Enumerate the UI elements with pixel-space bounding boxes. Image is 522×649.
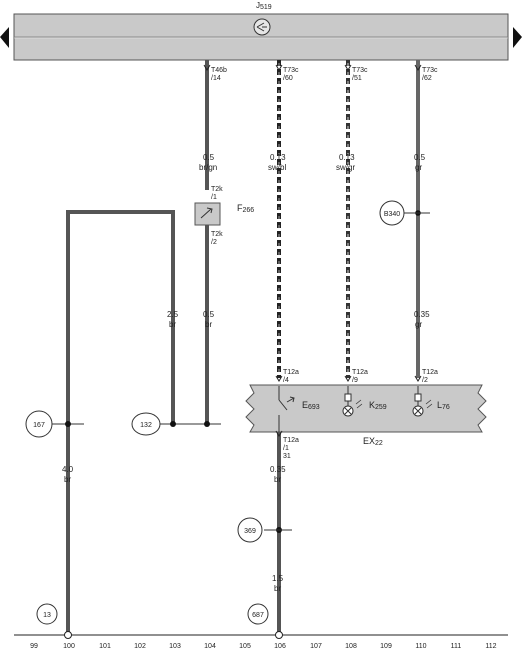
svg-text:br: br	[274, 475, 281, 484]
track-number: 101	[99, 643, 111, 649]
track-number: 108	[345, 643, 357, 649]
svg-text:13: 13	[43, 612, 51, 619]
track-number: 99	[30, 643, 38, 649]
svg-text:/14: /14	[211, 75, 221, 82]
control-unit-label: J519	[256, 1, 272, 11]
svg-text:/62: /62	[422, 75, 432, 82]
svg-text:/4: /4	[283, 377, 289, 384]
track-numbers: 99 100 101 102 103 104 105 106 107 108 1…	[30, 643, 497, 649]
svg-text:687: 687	[252, 612, 264, 619]
svg-text:4.0: 4.0	[62, 465, 74, 474]
ref-13[interactable]: 13	[36, 603, 58, 625]
control-unit-j519: J519	[13, 1, 509, 61]
box-connector-106: T12a /4	[275, 369, 299, 384]
svg-text:T12a: T12a	[283, 437, 299, 444]
switch-e693: E693	[278, 386, 320, 432]
svg-text:T12a: T12a	[352, 369, 368, 376]
svg-text:br: br	[274, 584, 281, 593]
svg-text:/2: /2	[422, 377, 428, 384]
wire-106-lower: T12a /1 31 0.35 br 1.5 br	[264, 430, 299, 635]
svg-text:T2k: T2k	[211, 231, 223, 238]
svg-text:2.5: 2.5	[167, 310, 179, 319]
svg-text:132: 132	[140, 422, 152, 429]
svg-text:0.35: 0.35	[414, 310, 430, 319]
l76-label: L76	[437, 400, 450, 411]
svg-text:T73c: T73c	[283, 67, 299, 74]
track-number: 104	[204, 643, 216, 649]
svg-text:br: br	[64, 475, 71, 484]
ref-b340[interactable]: B340	[379, 200, 405, 226]
svg-text:0.5: 0.5	[203, 310, 215, 319]
svg-text:0.13: 0.13	[270, 153, 286, 162]
ref-687[interactable]: 687	[247, 603, 269, 625]
svg-text:/9: /9	[352, 377, 358, 384]
e693-label: E693	[302, 400, 320, 411]
track-number: 110	[415, 643, 426, 649]
svg-text:B340: B340	[384, 211, 400, 218]
ref-167[interactable]: 167	[25, 410, 53, 438]
svg-text:sw/bl: sw/bl	[268, 163, 286, 172]
svg-text:369: 369	[244, 528, 256, 535]
left-arrow-icon[interactable]	[0, 27, 9, 48]
svg-text:167: 167	[33, 422, 45, 429]
svg-text:0.5: 0.5	[203, 153, 215, 162]
right-arrow-icon[interactable]	[513, 27, 522, 48]
svg-text:T2k: T2k	[211, 186, 223, 193]
svg-text:/2: /2	[211, 239, 217, 246]
svg-text:/51: /51	[352, 75, 362, 82]
switch-f266: T2k /1 T2k /2 F266 0.5 br	[194, 186, 254, 425]
box-connector-108: T12a /9	[344, 369, 368, 384]
box-connector-110: T12a /2	[414, 369, 438, 384]
svg-text:31: 31	[283, 453, 291, 460]
track-number: 102	[134, 643, 146, 649]
svg-text:0.35: 0.35	[270, 465, 286, 474]
svg-text:gr: gr	[415, 163, 422, 172]
svg-text:br/gn: br/gn	[199, 163, 217, 172]
track-number: 109	[380, 643, 392, 649]
component-box-ex22: EX22	[245, 384, 487, 447]
box-label: EX22	[363, 436, 383, 447]
track-number: 106	[274, 643, 286, 649]
svg-text:T12a: T12a	[422, 369, 438, 376]
track-number: 107	[310, 643, 322, 649]
svg-text:br: br	[205, 320, 212, 329]
switch-label: F266	[237, 203, 254, 214]
wire-108: T73c /51 0.13 sw/gr	[336, 60, 368, 378]
wire-110: T73c /62 0.5 gr 0.35 gr	[404, 60, 438, 378]
track-number: 111	[451, 643, 462, 649]
lamp-l76: L76	[412, 386, 450, 417]
svg-text:/1: /1	[283, 445, 289, 452]
svg-text:T12a: T12a	[283, 369, 299, 376]
svg-text:0.5: 0.5	[414, 153, 426, 162]
svg-text:T46b: T46b	[211, 67, 227, 74]
k259-label: K259	[369, 400, 387, 411]
svg-text:gr: gr	[415, 320, 422, 329]
svg-text:/1: /1	[211, 194, 217, 201]
ref-132[interactable]: 132	[131, 412, 161, 436]
ref-369[interactable]: 369	[237, 517, 263, 543]
svg-text:0.13: 0.13	[339, 153, 355, 162]
svg-text:sw/gr: sw/gr	[336, 163, 355, 172]
wire-106: T73c /60 0.13 sw/bl	[268, 60, 299, 378]
lamp-k259: K259	[342, 386, 387, 417]
svg-text:br: br	[169, 320, 176, 329]
svg-text:1.5: 1.5	[272, 574, 284, 583]
track-number: 105	[239, 643, 251, 649]
track-number: 103	[169, 643, 181, 649]
svg-text:T73c: T73c	[352, 67, 368, 74]
svg-text:/60: /60	[283, 75, 293, 82]
wire-104: T46b /14 0.5 br/gn	[199, 60, 227, 190]
svg-text:T73c: T73c	[422, 67, 438, 74]
track-number: 100	[63, 643, 75, 649]
track-number: 112	[485, 643, 496, 649]
